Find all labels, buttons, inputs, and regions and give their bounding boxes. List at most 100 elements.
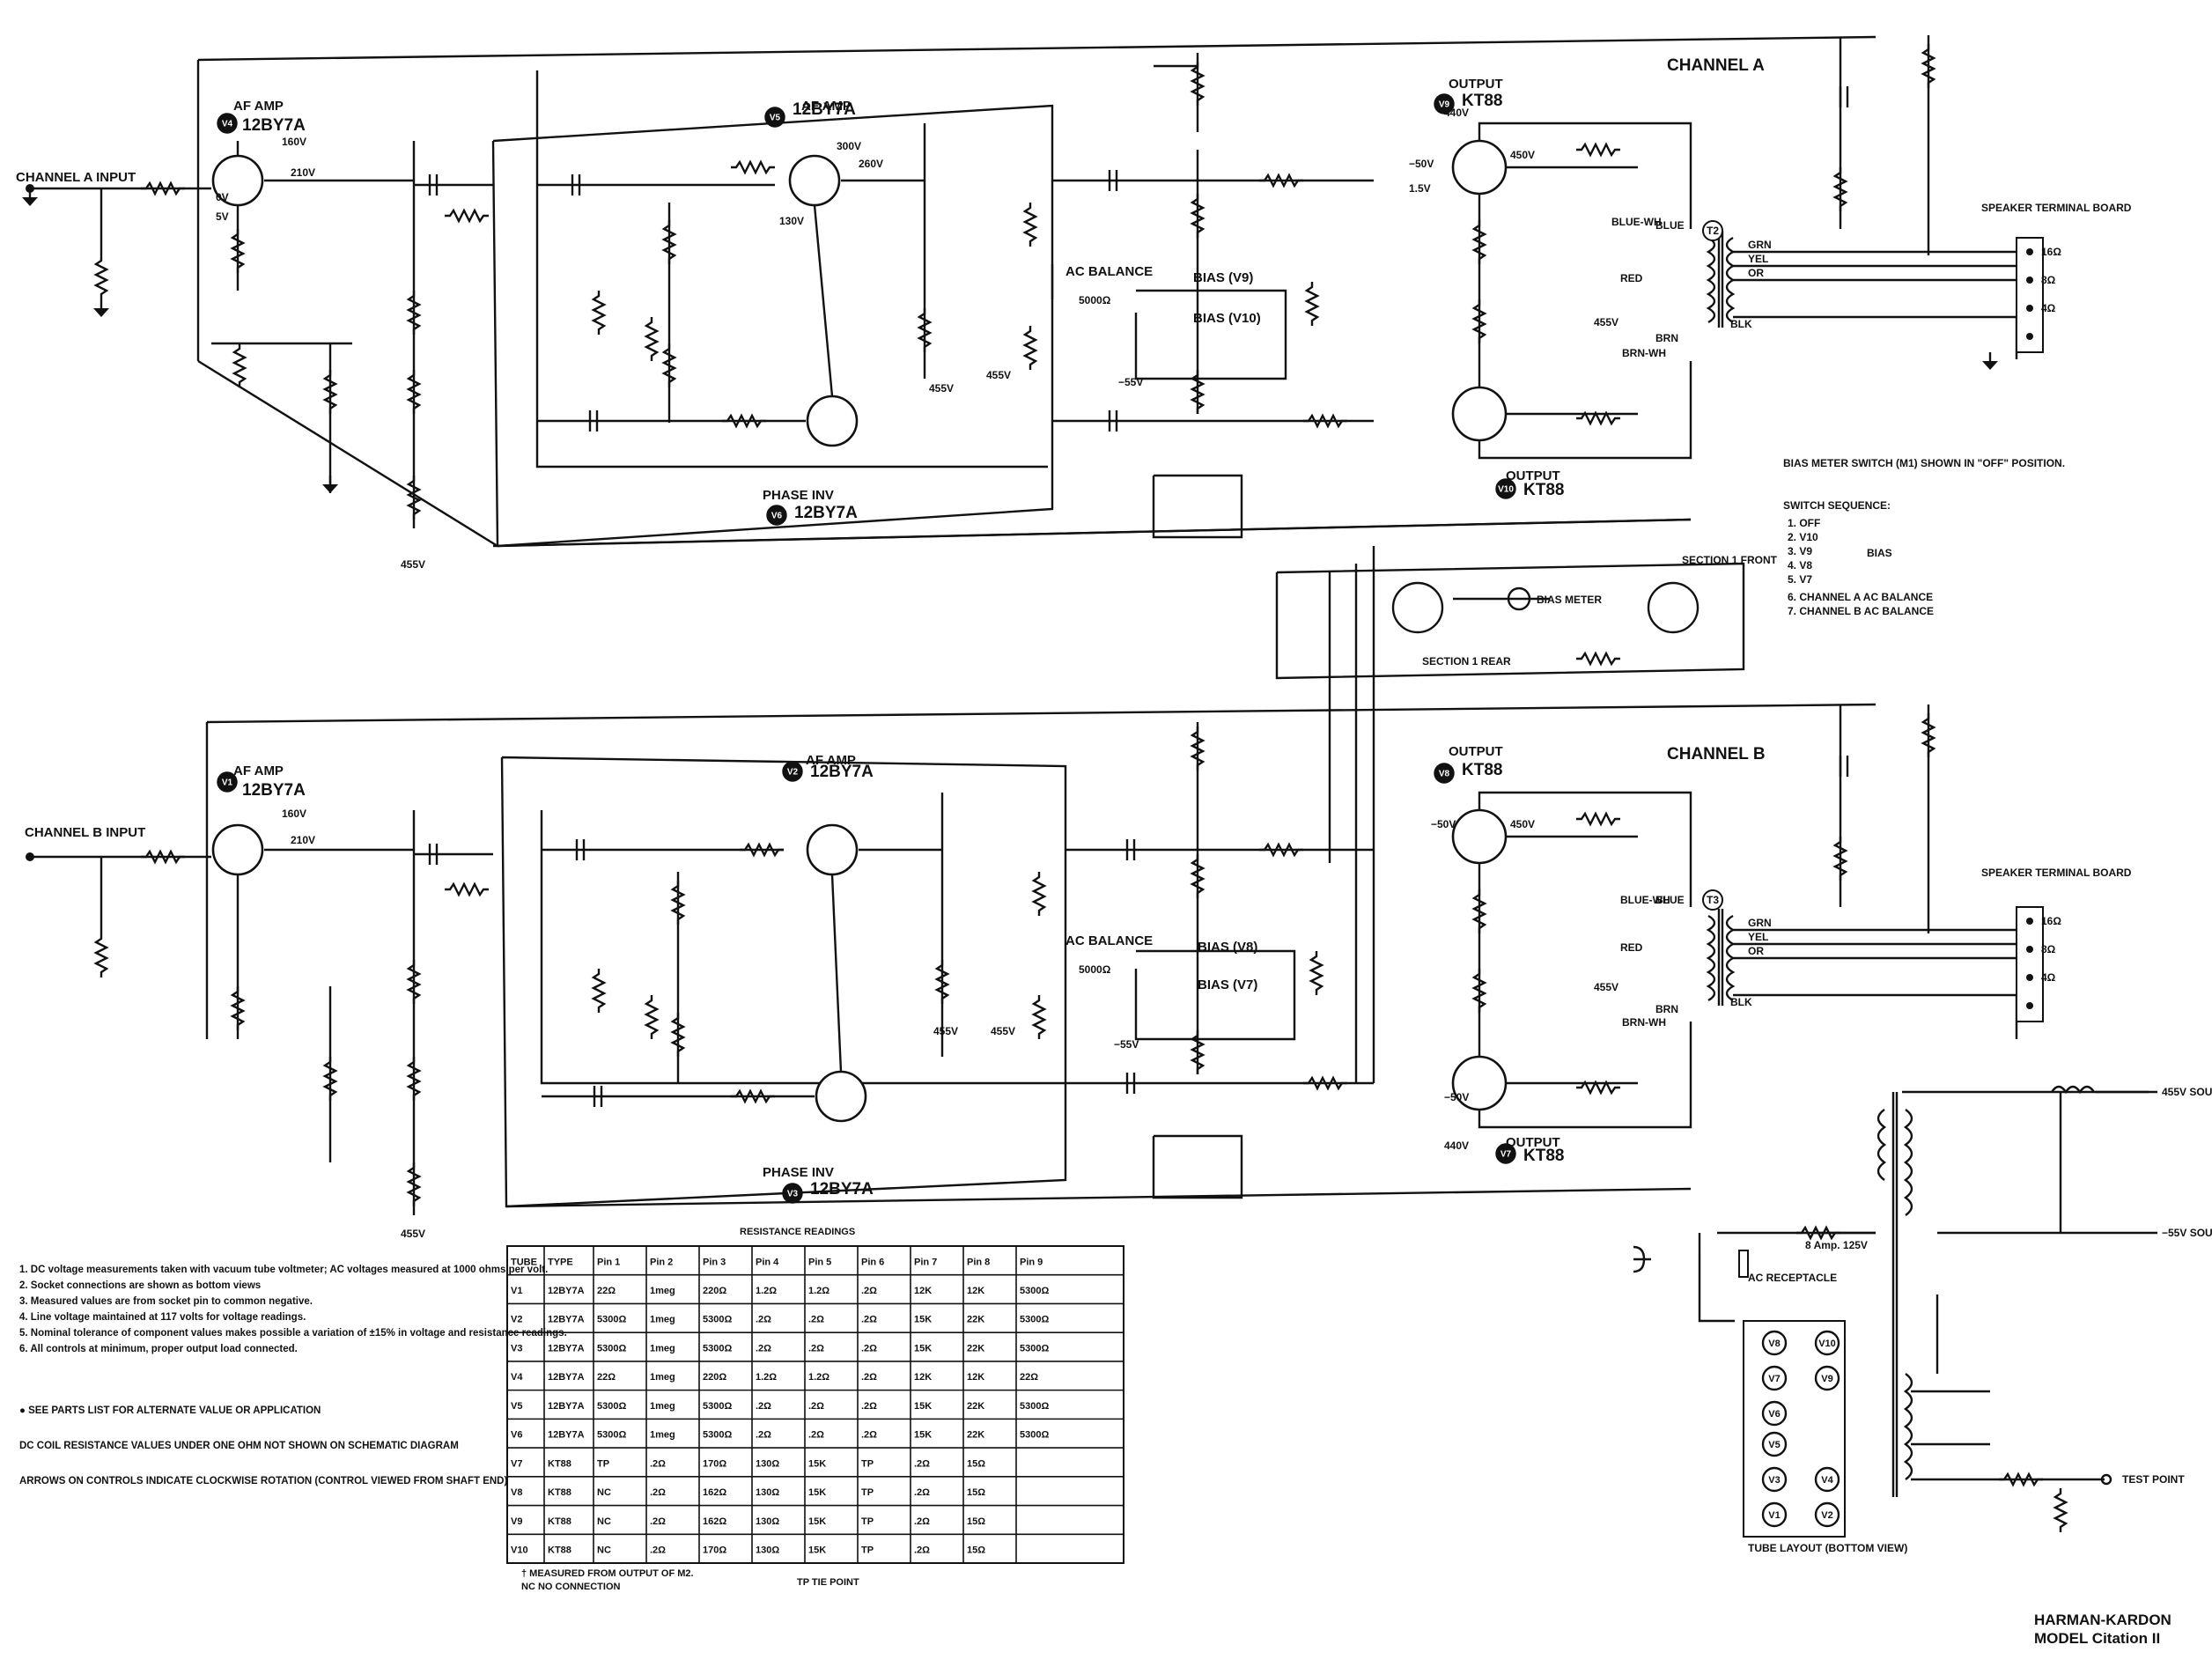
- voltage: 160V: [282, 136, 306, 148]
- lead-red: RED: [1620, 941, 1643, 954]
- tap-16: 16Ω: [2041, 246, 2061, 258]
- table-cell: 1meg: [650, 1430, 675, 1441]
- table-header: Pin 8: [967, 1257, 990, 1267]
- tube-ref-label: V2: [787, 768, 799, 778]
- table-cell: 15K: [914, 1401, 932, 1412]
- tube-title: AF AMP: [233, 99, 284, 114]
- voltage: −50V: [1444, 1091, 1469, 1103]
- tube-type: 12BY7A: [793, 100, 856, 119]
- lead-yel: YEL: [1748, 253, 1768, 265]
- tube-ref-circle: [1434, 763, 1455, 784]
- table-cell: 15Ω: [967, 1487, 985, 1498]
- table-cell: .2Ω: [914, 1545, 930, 1556]
- table-cell: 5300Ω: [1020, 1401, 1049, 1412]
- tube-type: 12BY7A: [794, 504, 858, 522]
- note: 2. Socket connections are shown as botto…: [19, 1280, 261, 1291]
- table-cell: .2Ω: [808, 1430, 824, 1441]
- bias-label: BIAS (V10): [1193, 311, 1261, 326]
- table-cell: 22K: [967, 1430, 984, 1441]
- table-cell: 12K: [967, 1372, 984, 1383]
- table-cell: TP: [861, 1458, 874, 1469]
- table-cell: 5300Ω: [1020, 1315, 1049, 1325]
- tube-ref-circle: [217, 771, 238, 793]
- table-cell: 15Ω: [967, 1516, 985, 1527]
- table-cell: V2: [511, 1315, 522, 1325]
- table-cell: .2Ω: [914, 1516, 930, 1527]
- speaker-terminal-board-b: [2016, 906, 2044, 1022]
- voltage: 130V: [779, 215, 804, 227]
- bias-label: BIAS (V7): [1198, 977, 1257, 992]
- tube-type: 12BY7A: [242, 116, 306, 135]
- brand-line1: HARMAN-KARDON: [2034, 1612, 2171, 1628]
- tube-layout-label: TUBE LAYOUT (BOTTOM VIEW): [1748, 1542, 1907, 1554]
- table-cell: TP: [861, 1487, 874, 1498]
- table-cell: 22Ω: [1020, 1372, 1038, 1383]
- table-cell: 5300Ω: [597, 1401, 626, 1412]
- table-cell: .2Ω: [914, 1487, 930, 1498]
- bias-seq-item: 2. V10: [1788, 531, 1818, 543]
- lead-blue: BLUE: [1655, 894, 1685, 906]
- table-cell: 1.2Ω: [808, 1286, 830, 1296]
- transformer-ref-label: T3: [1707, 894, 1719, 906]
- lead-brn-wh: BRN-WH: [1622, 1016, 1666, 1029]
- table-cell: .2Ω: [756, 1430, 771, 1441]
- tube-ref-label: V9: [1439, 100, 1450, 110]
- table-cell: 12BY7A: [548, 1401, 585, 1412]
- voltage: 1.5V: [1409, 182, 1431, 195]
- table-cell: .2Ω: [861, 1430, 877, 1441]
- table-cell: .2Ω: [861, 1286, 877, 1296]
- table-cell: .2Ω: [861, 1372, 877, 1383]
- tube-ref-circle: [1495, 1143, 1516, 1164]
- lead-blk: BLK: [1730, 996, 1752, 1008]
- table-cell: 130Ω: [756, 1458, 779, 1469]
- tube-type: KT88: [1462, 92, 1502, 110]
- bias-meter-switch: [1275, 546, 1745, 1083]
- voltage: 260V: [859, 158, 883, 170]
- table-cell: 130Ω: [756, 1516, 779, 1527]
- table-cell: 220Ω: [703, 1372, 726, 1383]
- tube-socket-label: V4: [1821, 1475, 1833, 1486]
- table-cell: KT88: [548, 1458, 571, 1469]
- channel-a-circuit: [20, 35, 2044, 548]
- table-cell: 130Ω: [756, 1545, 779, 1556]
- voltage: 455V: [986, 369, 1011, 381]
- table-cell: 1.2Ω: [756, 1286, 777, 1296]
- fuse-label: 8 Amp. 125V: [1805, 1239, 1868, 1251]
- table-cell: NC: [597, 1487, 611, 1498]
- table-cell: 12BY7A: [548, 1372, 585, 1383]
- voltage: 455V: [401, 558, 425, 571]
- table-header: TUBE: [511, 1257, 537, 1267]
- lead-red: RED: [1620, 272, 1643, 284]
- tube-socket-label: V3: [1768, 1475, 1780, 1486]
- tube-socket: [1814, 1330, 1840, 1356]
- table-cell: NC: [597, 1516, 611, 1527]
- tube-ref-label: V3: [787, 1190, 799, 1199]
- table-cell: 15K: [914, 1315, 932, 1325]
- voltage: 455V: [929, 382, 954, 395]
- table-cell: 162Ω: [703, 1487, 726, 1498]
- test-point-label: TEST POINT: [2122, 1473, 2185, 1486]
- table-cell: 15Ω: [967, 1545, 985, 1556]
- table-cell: 5300Ω: [1020, 1286, 1049, 1296]
- table-header: Pin 9: [1020, 1257, 1043, 1267]
- tube-socket-label: V7: [1768, 1374, 1780, 1384]
- table-cell: .2Ω: [756, 1315, 771, 1325]
- tap-4: 4Ω: [2041, 971, 2056, 984]
- tube-ref-circle: [217, 113, 238, 134]
- table-cell: V3: [511, 1343, 522, 1354]
- ac-balance-label: AC BALANCE: [1065, 264, 1153, 279]
- channel-a-input-label: CHANNEL A INPUT: [16, 170, 136, 185]
- channel-b-heading: CHANNEL B: [1667, 745, 1766, 763]
- table-cell: 170Ω: [703, 1545, 726, 1556]
- tube-socket: [1761, 1466, 1788, 1493]
- tube-ref-label: V5: [770, 114, 781, 123]
- lead-blue: BLUE: [1655, 219, 1685, 232]
- tube-ref-circle: [782, 1183, 803, 1204]
- tube-socket-label: V8: [1768, 1339, 1780, 1349]
- tube-socket: [1761, 1330, 1788, 1356]
- tube-ref-circle: [1434, 93, 1455, 114]
- note: 5. Nominal tolerance of component values…: [19, 1328, 567, 1339]
- tube-type: KT88: [1523, 1147, 1564, 1165]
